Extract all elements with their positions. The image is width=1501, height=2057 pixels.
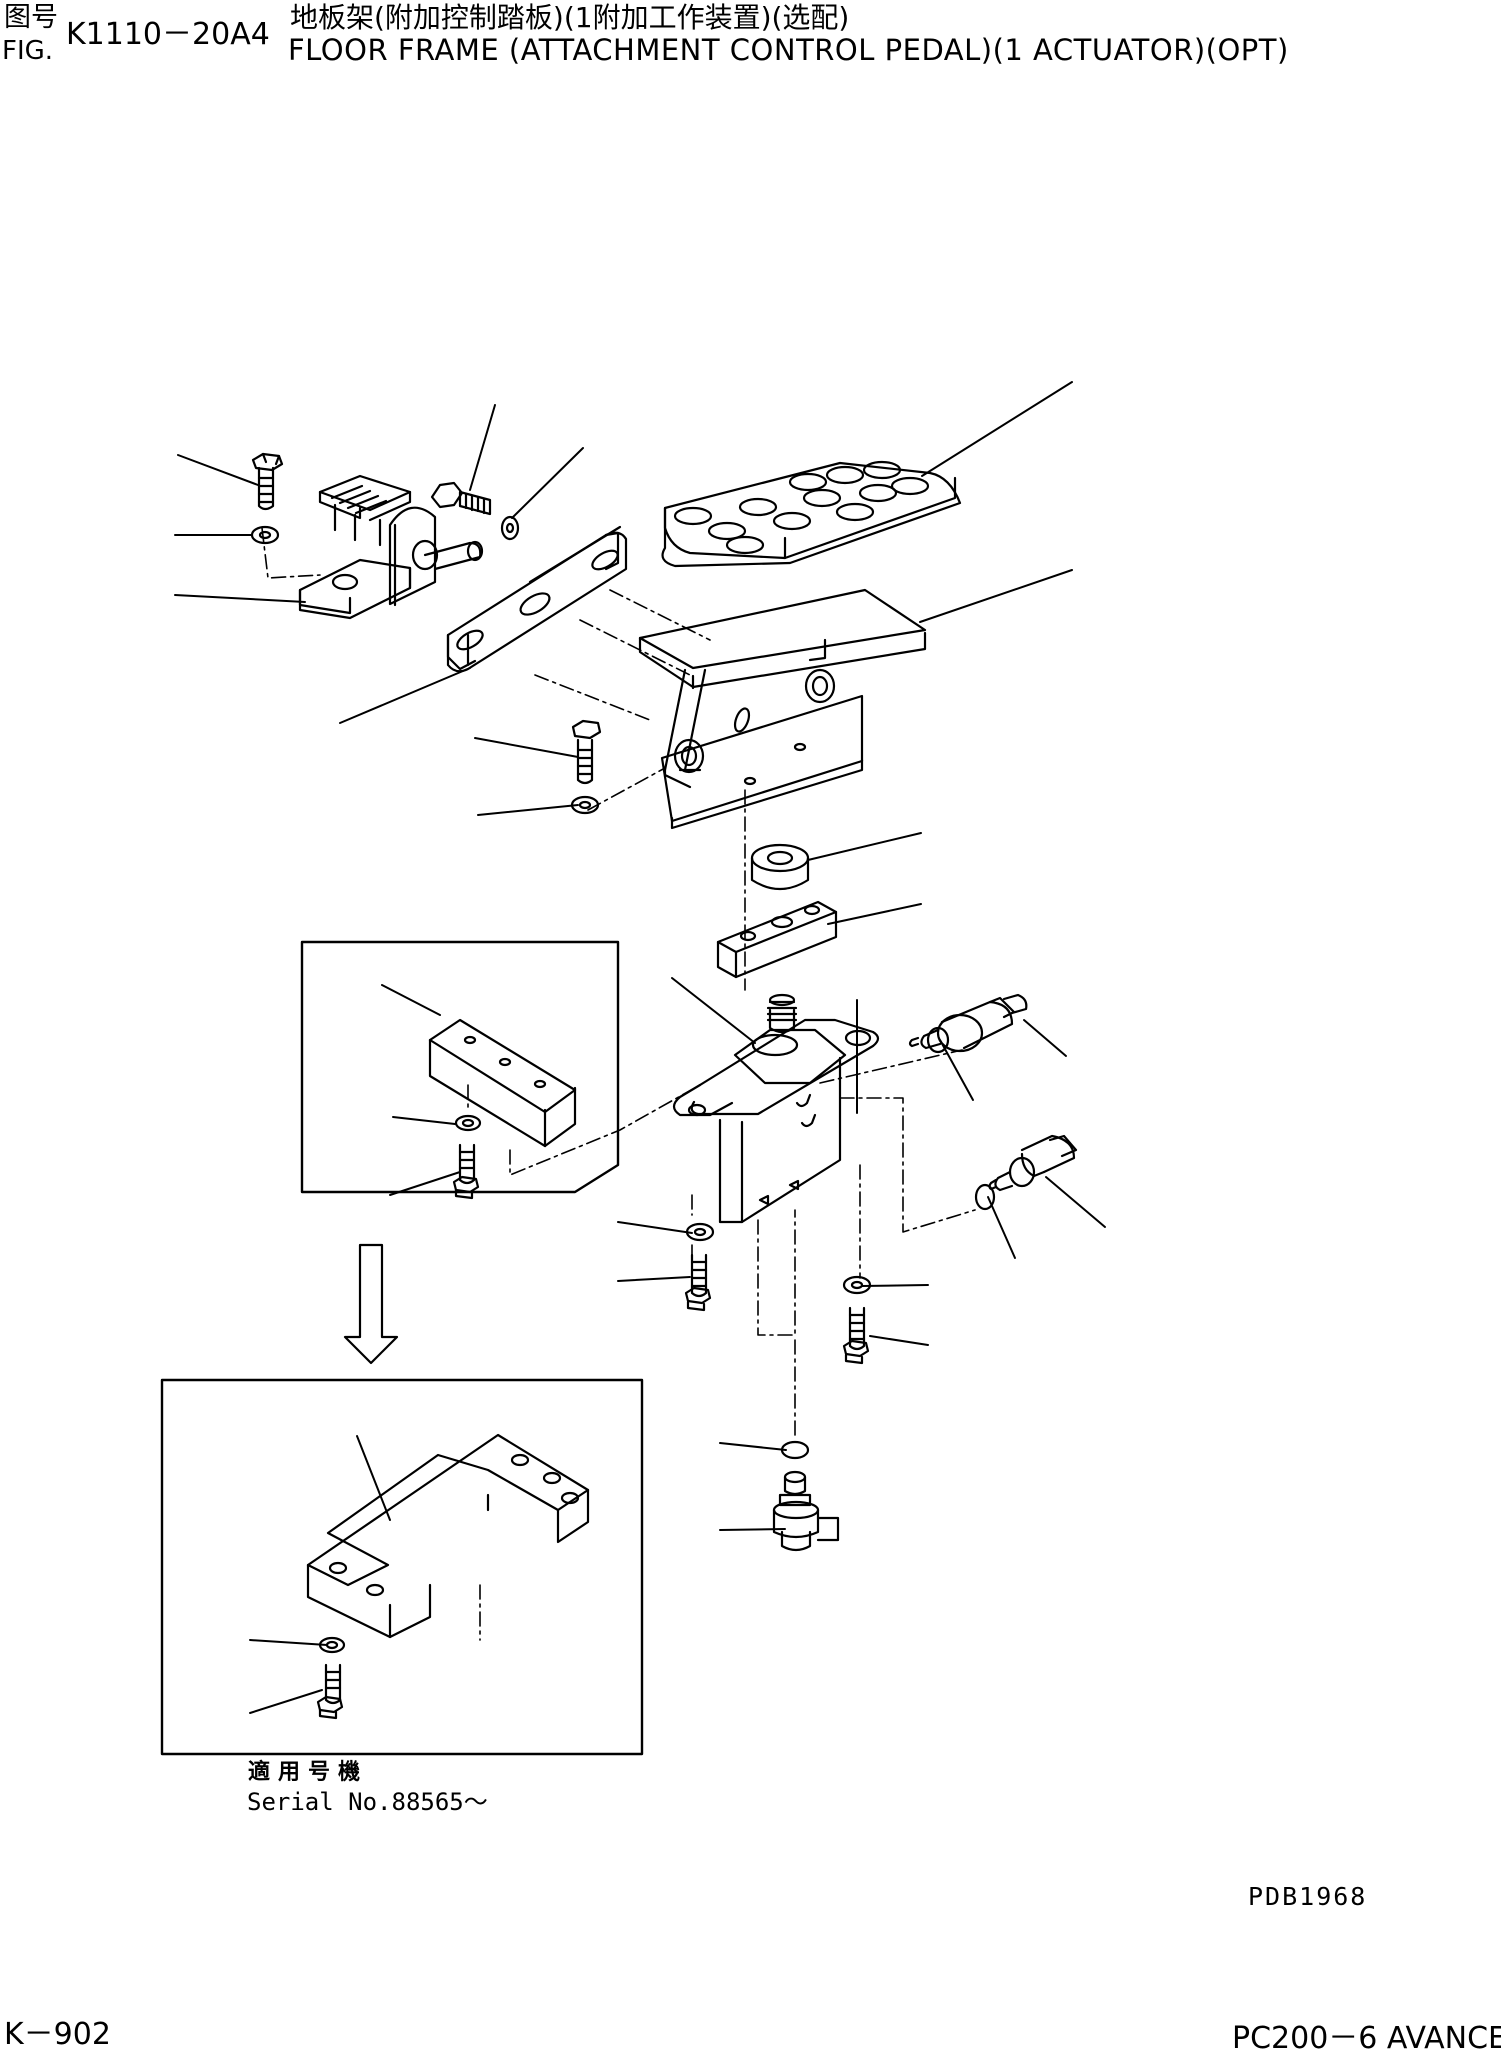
model-name: PC200－6 AVANCE	[1232, 2021, 1501, 2056]
inset-box-old	[302, 942, 618, 1198]
down-arrow	[345, 1245, 397, 1363]
pedal-rubber-pad	[663, 462, 960, 566]
fitting-lower	[990, 1136, 1077, 1190]
pilot-valve	[674, 995, 878, 1222]
valve-bolt-right	[844, 1308, 868, 1363]
spacer-block	[718, 902, 836, 977]
drawing-code: PDB1968	[1248, 1882, 1368, 1911]
bottom-elbow-fitting	[774, 1472, 838, 1550]
pedal-bolt	[432, 483, 490, 514]
figure-number: K1110－20A4	[66, 17, 270, 52]
inset-box-new	[162, 1380, 642, 1754]
bottom-o-ring	[782, 1442, 808, 1458]
mounting-plate	[448, 527, 626, 671]
title-chinese: 地板架(附加控制踏板)(1附加工作装置)(选配)	[290, 1, 850, 34]
base-washer	[572, 797, 598, 813]
fig-label-en: FIG.	[2, 36, 54, 66]
o-ring-lower	[976, 1185, 994, 1209]
valve-bolt-left	[686, 1255, 710, 1310]
title-english: FLOOR FRAME (ATTACHMENT CONTROL PEDAL)(1…	[288, 33, 1289, 67]
fig-label-cn: 图号	[4, 2, 58, 33]
serial-applicability-en: Serial No.88565～	[247, 1788, 488, 1816]
serial-applicability-cn: 適用号機	[248, 1760, 369, 1785]
o-ring-upper	[928, 1028, 948, 1052]
base-bolt	[573, 721, 600, 783]
pedal-washer	[502, 517, 518, 539]
valve-washer-left	[687, 1224, 713, 1240]
pedal-base-assembly	[640, 590, 925, 828]
fitting-upper	[910, 995, 1026, 1051]
spacer-collar	[752, 845, 808, 889]
valve-washer-right	[844, 1277, 870, 1293]
page-number: K－902	[4, 2017, 111, 2052]
clevis-bracket	[300, 476, 482, 618]
assembly-center-lines	[262, 528, 975, 1640]
upper-left-washer	[252, 527, 278, 543]
upper-left-bolt	[253, 454, 282, 509]
